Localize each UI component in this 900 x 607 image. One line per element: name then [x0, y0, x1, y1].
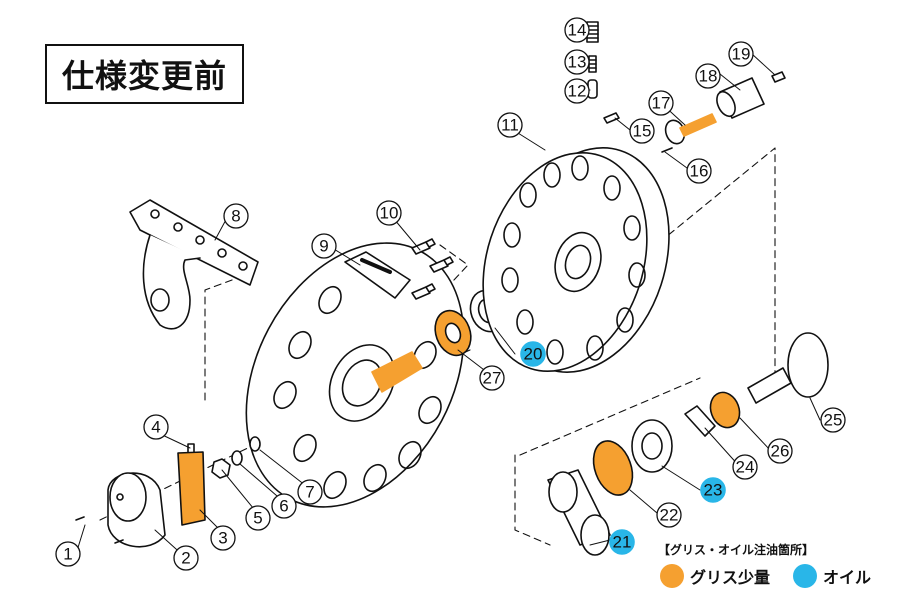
- part-number-4: 4: [151, 418, 160, 437]
- part-number-3: 3: [218, 529, 227, 548]
- part-number-7: 7: [305, 483, 314, 502]
- part-number-26: 26: [771, 442, 790, 461]
- plain-number-circles: [55, 17, 846, 571]
- part-number-17: 17: [652, 94, 671, 113]
- legend-title: 【グリス・オイル注油箇所】: [658, 543, 815, 557]
- part-26-grease: [709, 391, 741, 429]
- part-3-grease-plate: [177, 451, 206, 526]
- oil-number-circles: [520, 341, 726, 555]
- part-number-20: 20: [524, 345, 543, 364]
- part-number-9: 9: [319, 237, 328, 256]
- part-number-5: 5: [253, 509, 262, 528]
- part-15-19-handle: [603, 71, 786, 153]
- part-9-frame-plate: [245, 242, 465, 508]
- part-number-25: 25: [824, 411, 843, 430]
- part-number-22: 22: [660, 506, 679, 525]
- part-number-14: 14: [568, 21, 587, 40]
- legend-oil: オイル: [793, 564, 871, 588]
- title-box: 仕様変更前: [45, 44, 244, 104]
- part-11-spool: [482, 147, 670, 373]
- legend-grease: グリス少量: [660, 564, 770, 588]
- part-number-24: 24: [736, 458, 755, 477]
- part-number-18: 18: [699, 67, 718, 86]
- part-22-grease: [592, 440, 634, 496]
- part-21-26-drive-parts: [547, 332, 829, 556]
- part-number-19: 19: [732, 45, 751, 64]
- part-number-6: 6: [279, 497, 288, 516]
- legend-grease-label: グリス少量: [690, 568, 771, 587]
- part-number-10: 10: [380, 204, 399, 223]
- part-number-15: 15: [633, 122, 652, 141]
- legend-oil-label: オイル: [823, 568, 872, 587]
- part-17-grease: [679, 113, 717, 137]
- part-10-screws: [411, 238, 454, 300]
- part-1-7-side-parts: [75, 436, 261, 548]
- part-number-11: 11: [501, 116, 519, 135]
- part-number-21: 21: [613, 533, 632, 552]
- part-number-13: 13: [568, 53, 587, 72]
- part-number-1: 1: [63, 545, 72, 564]
- part-number-23: 23: [704, 481, 723, 500]
- part-8-reel-foot: [129, 199, 259, 330]
- part-number-27: 27: [483, 369, 502, 388]
- part-number-8: 8: [231, 207, 240, 226]
- oil-dot-icon: [793, 564, 817, 588]
- frame-shaft-grease: [371, 351, 423, 393]
- grease-dot-icon: [660, 564, 684, 588]
- part-number-12: 12: [568, 82, 587, 101]
- part-number-2: 2: [181, 549, 190, 568]
- part-number-16: 16: [690, 162, 709, 181]
- part-number-labels: 1 2 3 4 5 6 7 8 9 10 11 12 13 14 15 16 1…: [63, 21, 842, 568]
